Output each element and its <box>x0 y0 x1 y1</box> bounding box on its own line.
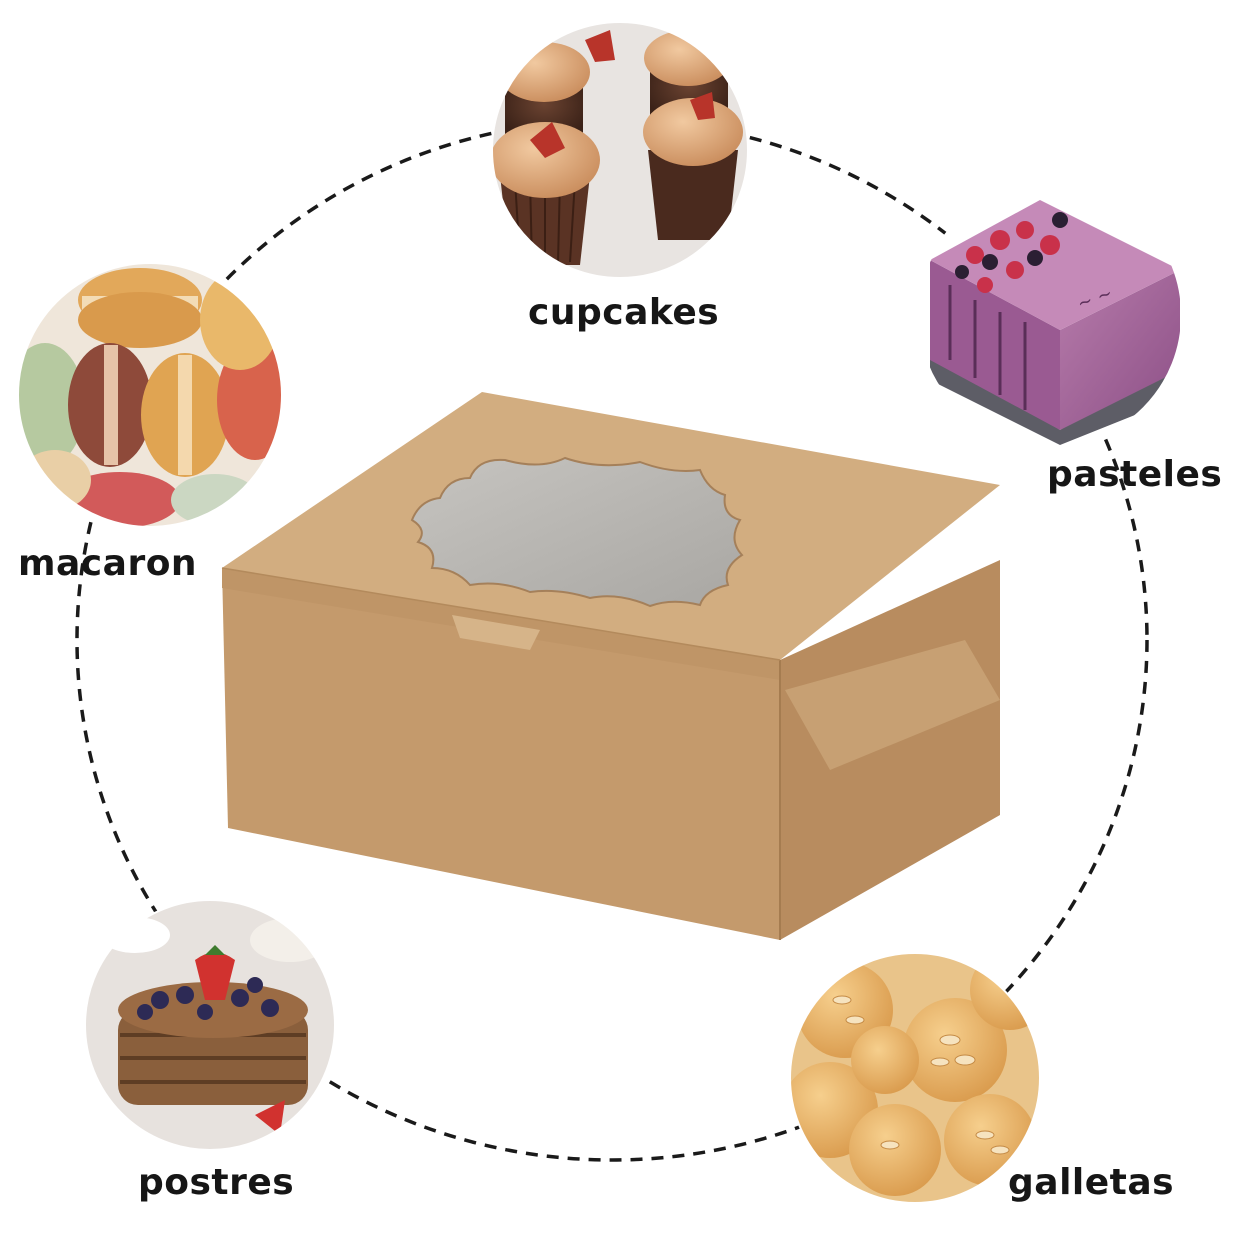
cupcakes-photo <box>492 22 748 278</box>
label-pasteles: pasteles <box>1047 454 1223 495</box>
macaron-photo <box>18 263 282 527</box>
label-macaron: macaron <box>18 543 198 584</box>
label-cupcakes: cupcakes <box>528 292 720 333</box>
kraft-bakery-box <box>221 392 1000 940</box>
postres-photo <box>85 900 335 1150</box>
label-postres: postres <box>138 1162 295 1203</box>
galletas-photo <box>790 953 1040 1203</box>
box-window <box>410 456 744 608</box>
label-galletas: galletas <box>1008 1162 1175 1203</box>
pasteles-photo: ~ ~ <box>918 183 1182 447</box>
